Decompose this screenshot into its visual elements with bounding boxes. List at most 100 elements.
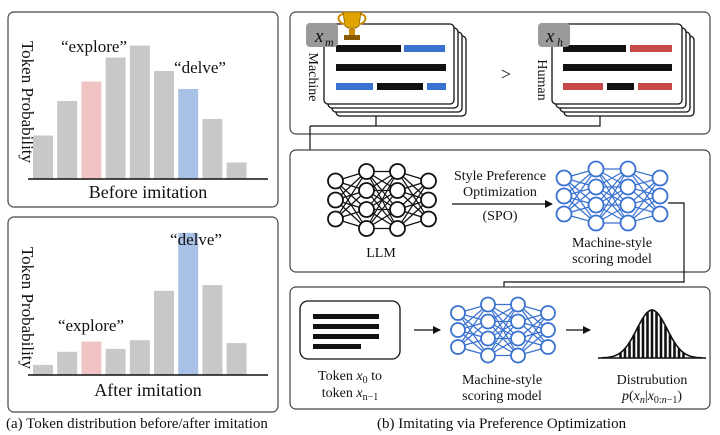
- bar-explore: [81, 341, 102, 375]
- bar-token-2: [57, 351, 78, 375]
- after-xlabel: After imitation: [94, 380, 201, 400]
- bar-delve: [178, 89, 199, 179]
- network-edge: [457, 304, 489, 348]
- spo-label-line2: Optimization: [463, 185, 537, 200]
- bar-token-8: [202, 285, 223, 375]
- machine-document-stack: [323, 23, 467, 117]
- spo-label-line3: (SPO): [482, 209, 517, 224]
- network-node: [420, 172, 437, 190]
- network-node: [450, 322, 466, 338]
- greater-than-symbol: >: [501, 64, 511, 84]
- network-node: [540, 322, 556, 338]
- network-node: [619, 160, 637, 178]
- bar-token-1: [33, 364, 53, 376]
- network-node: [389, 220, 406, 237]
- network-node: [480, 330, 496, 347]
- network-node: [510, 330, 526, 347]
- bar-token-9: [226, 162, 247, 179]
- network-node: [587, 160, 605, 178]
- token-range-line1: Token x0 to: [318, 369, 382, 386]
- network-node: [327, 172, 344, 190]
- network-node: [510, 347, 526, 364]
- before-explore-label: “explore”: [61, 37, 127, 56]
- network-node: [450, 339, 466, 355]
- bar-token-8: [202, 119, 223, 179]
- xm-badge: x m: [306, 23, 338, 49]
- bar-token-6: [154, 71, 174, 179]
- network-node: [420, 210, 437, 228]
- caption-b: (b) Imitating via Preference Optimizatio…: [377, 416, 627, 432]
- network-node: [540, 305, 556, 321]
- network-node: [450, 305, 466, 321]
- network-edge: [595, 168, 629, 224]
- after-delve-label: “delve”: [170, 230, 222, 249]
- before-bars: [33, 45, 247, 179]
- network-node: [480, 347, 496, 364]
- bar-token-9: [226, 343, 247, 375]
- network-node: [619, 214, 637, 232]
- bar-token-5: [129, 45, 150, 179]
- after-ylabel: Token Probability: [18, 247, 37, 370]
- caption-a: (a) Token distribution before/after imit…: [6, 416, 268, 432]
- network-node: [358, 220, 375, 237]
- xh-subscript: h: [557, 35, 563, 49]
- trophy-icon: [337, 11, 367, 40]
- network-node: [358, 182, 375, 199]
- network-edge: [487, 304, 519, 356]
- network-node: [480, 313, 496, 330]
- human-document-stack: [551, 23, 695, 117]
- network-node: [327, 210, 344, 228]
- network-edge: [563, 168, 597, 215]
- inference-model-line1: Machine-style: [462, 373, 542, 388]
- network-node: [540, 339, 556, 355]
- distribution-label: Distrubution: [617, 373, 688, 388]
- network-node: [480, 296, 496, 313]
- bar-token-1: [33, 135, 53, 179]
- spo-training-box: LLM Style Preference Optimization (SPO) …: [289, 149, 711, 273]
- human-label: Human: [534, 59, 549, 100]
- bar-token-2: [57, 101, 78, 179]
- network-edge: [334, 171, 368, 220]
- network-node: [420, 191, 437, 209]
- distribution-formula: p(xn|x0:n−1): [621, 389, 682, 406]
- network-node: [555, 205, 573, 223]
- network-node: [510, 296, 526, 313]
- text-comparison-box: x m Machine > x h: [289, 11, 711, 135]
- token-document-icon: [299, 300, 401, 360]
- xh-badge: x h: [538, 23, 570, 49]
- network-node: [358, 201, 375, 218]
- network-node: [555, 187, 573, 205]
- network-node: [389, 201, 406, 218]
- distribution-curve-icon: [598, 309, 706, 359]
- bar-explore: [81, 81, 102, 179]
- bar-token-6: [154, 290, 174, 375]
- scoring-network-icon: [555, 160, 669, 232]
- xh-symbol: x: [545, 26, 555, 47]
- network-edge: [365, 171, 399, 229]
- network-node: [587, 196, 605, 214]
- before-xlabel: Before imitation: [89, 182, 207, 202]
- network-node: [651, 187, 669, 205]
- network-node: [327, 191, 344, 209]
- bar-token-4: [105, 57, 126, 179]
- bar-token-5: [129, 340, 150, 375]
- spo-label-line1: Style Preference: [454, 169, 546, 184]
- before-delve-label: “delve”: [174, 58, 226, 77]
- network-node: [510, 313, 526, 330]
- network-node: [358, 163, 375, 180]
- network-node: [619, 196, 637, 214]
- network-edge: [517, 312, 549, 356]
- inference-box: Token x0 to token xn−1 Machine-style sco…: [289, 286, 711, 410]
- xm-symbol: x: [314, 26, 324, 47]
- inference-model-line2: scoring model: [462, 389, 542, 404]
- network-node: [651, 169, 669, 187]
- network-node: [389, 182, 406, 199]
- distribution-outline: [601, 309, 703, 359]
- xm-subscript: m: [325, 35, 334, 49]
- llm-network-icon: [327, 163, 437, 237]
- machine-label: Machine: [305, 53, 320, 102]
- network-node: [587, 214, 605, 232]
- inference-network-icon: [450, 296, 556, 364]
- token-range-line2: token xn−1: [322, 386, 378, 403]
- after-bars: [33, 232, 247, 376]
